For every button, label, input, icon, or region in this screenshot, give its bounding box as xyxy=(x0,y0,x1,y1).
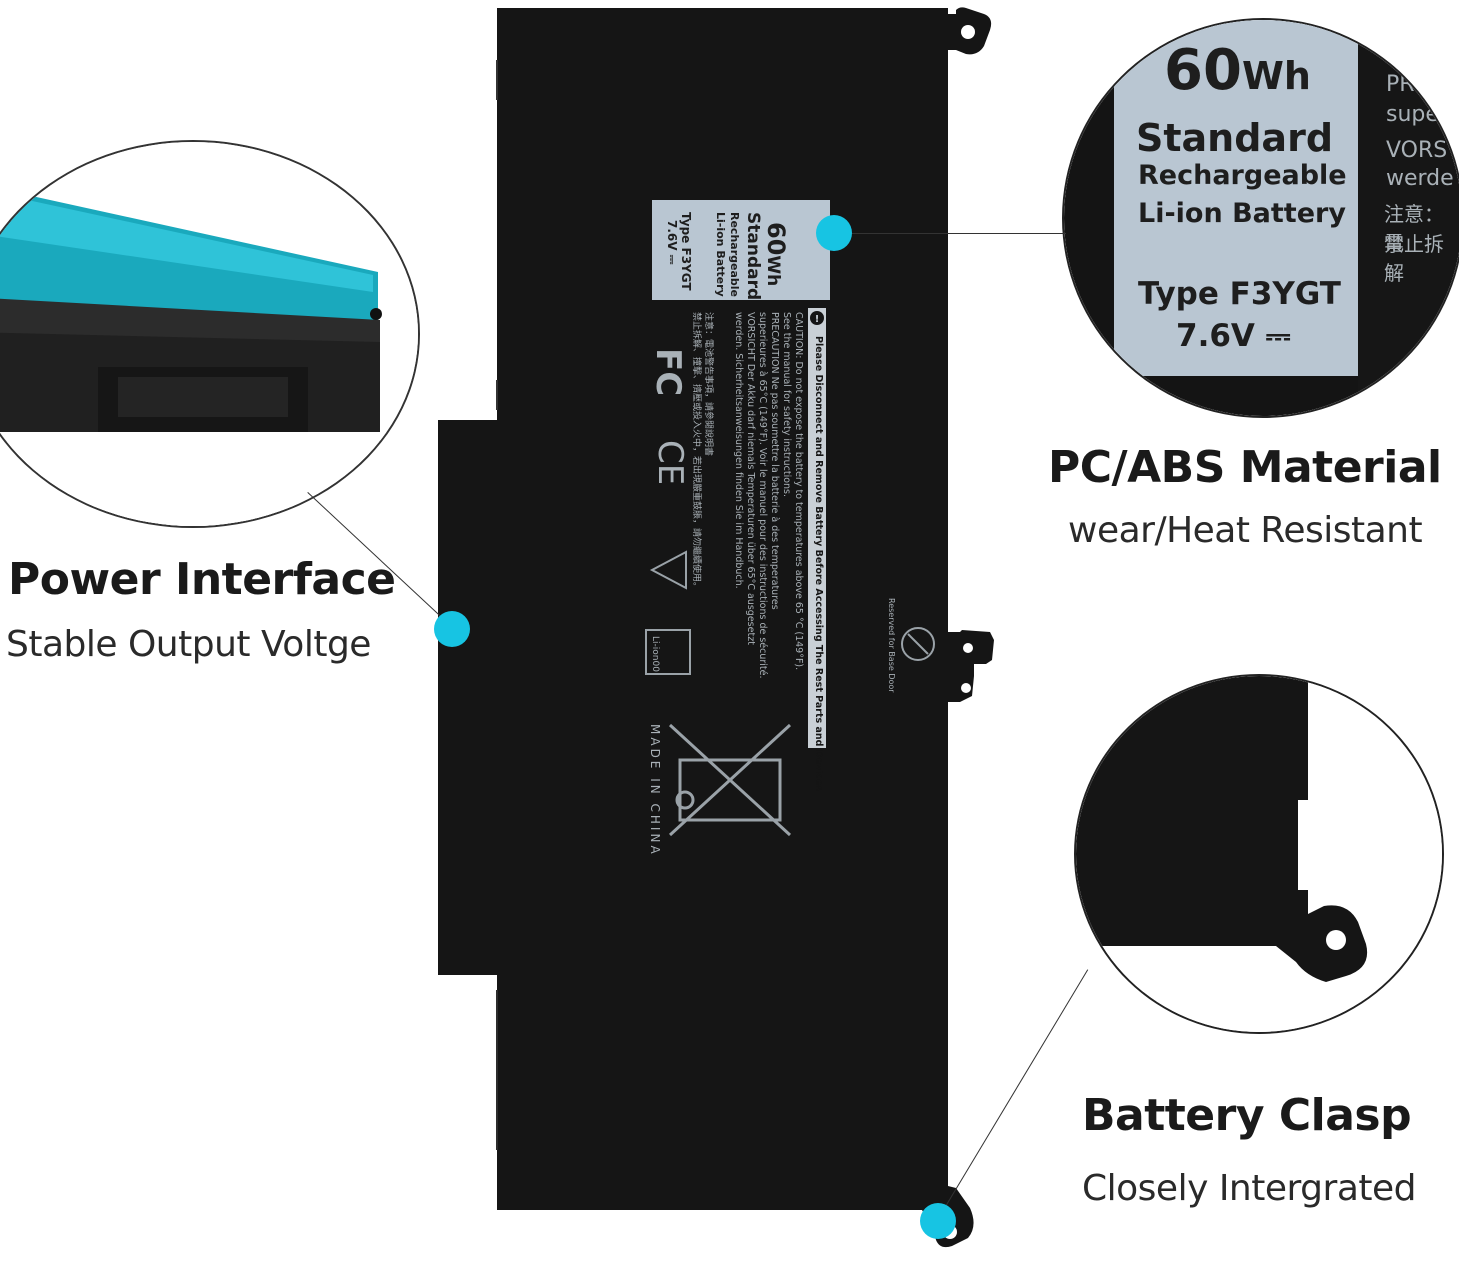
material-dot xyxy=(816,215,852,251)
made-in-label: MADE IN CHINA xyxy=(648,724,662,857)
connector-material xyxy=(836,233,1066,234)
battery-label-type: Type F3YGT xyxy=(679,212,693,291)
zoom-label-line2: Rechargeable xyxy=(1138,160,1347,191)
zoom-side-text-5: 注意：電 xyxy=(1384,202,1444,255)
svg-text:!: ! xyxy=(815,314,820,325)
battery-label-line1: Standard xyxy=(743,212,763,301)
power-interface-title: Power Interface xyxy=(8,554,396,605)
warning-vorsicht: VORSICHT Der Akku darf niemals Temperatu… xyxy=(745,312,756,645)
zoom-label-type: Type F3YGT xyxy=(1138,276,1341,312)
clasp-dot xyxy=(920,1203,956,1239)
warning-caution: CAUTION: Do not expose the battery to te… xyxy=(793,312,804,671)
battery-label-voltage: 7.6V ⎓ xyxy=(665,220,679,265)
zoom-side-text-2: supe xyxy=(1386,102,1439,127)
zoom-label-voltage: 7.6V ⎓ xyxy=(1176,318,1291,354)
battery-label-capacity: 60Wh xyxy=(762,222,790,287)
material-title: PC/ABS Material xyxy=(1048,442,1442,493)
label-zoom: 60Wh Standard Rechargeable Li-ion Batter… xyxy=(1062,18,1459,418)
warning-cn-1: 注意：電池警告事項，請參閱說明書 xyxy=(703,312,713,457)
zoom-side-text-4: werde xyxy=(1386,166,1454,191)
zoom-side-text-1: PR xyxy=(1386,72,1415,97)
clasp-subtitle: Closely Intergrated xyxy=(1082,1168,1417,1209)
warning-precaution-2: superieures à 65°C (149°F). Voir le manu… xyxy=(757,312,768,679)
battery-label-line3: Li-ion Battery xyxy=(714,212,727,297)
battery-label-line2: Rechargeable xyxy=(728,212,741,297)
zoom-label-line1: Standard xyxy=(1136,116,1334,160)
zoom-side-text-3: VORS xyxy=(1386,138,1448,163)
reserved-label: Reserved for Base Door xyxy=(887,598,896,693)
ce-mark: CE xyxy=(650,440,690,486)
warning-manual: See the manual for safety instructions. xyxy=(781,312,792,498)
recycle-mark: Li-ion00 xyxy=(650,636,660,672)
zoom-label-capacity: 60Wh xyxy=(1164,38,1311,103)
power-interface-subtitle: Stable Output Voltge xyxy=(6,624,371,665)
zoom-label-line3: Li-ion Battery xyxy=(1138,198,1346,229)
warning-precaution: PRECAUTION Ne pas soumettre la batterie … xyxy=(769,312,780,610)
clasp-title: Battery Clasp xyxy=(1082,1090,1412,1141)
warning-vorsicht-2: werden. Sicherheitsanweisungen finden Si… xyxy=(733,312,744,589)
battery-clasp-zoom xyxy=(1074,674,1444,1034)
power-interface-dot xyxy=(434,611,470,647)
warning-cn-2: 禁止拆解、撞擊、擠壓或投入火中，若出現嚴重鼓脹，請勿繼續使用。 xyxy=(691,312,701,592)
warning-heading: Please Disconnect and Remove Battery Bef… xyxy=(813,336,824,792)
zoom-side-text-6: 禁止拆解 xyxy=(1384,232,1444,285)
fc-mark: FC xyxy=(648,348,688,397)
material-subtitle: wear/Heat Resistant xyxy=(1068,510,1423,551)
